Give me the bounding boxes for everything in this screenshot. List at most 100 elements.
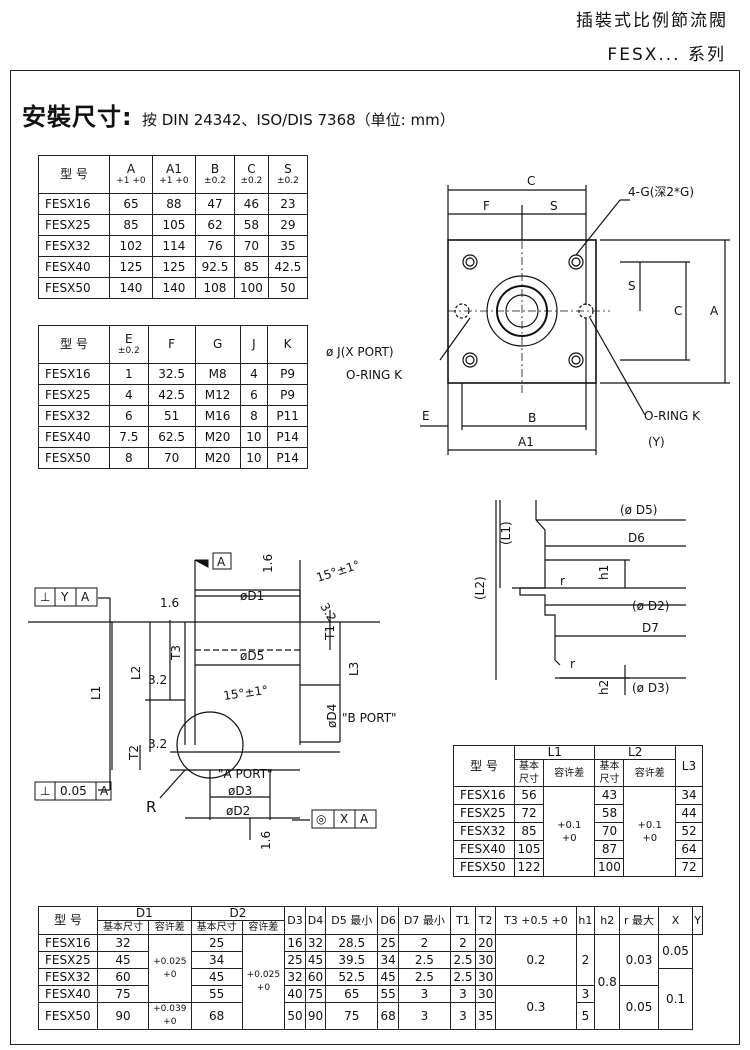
- dim-c: C: [527, 174, 535, 188]
- dim-l2-right: (L2): [473, 576, 487, 600]
- tolerance-label: ±0.2: [117, 346, 140, 356]
- value-cell: 28.5: [325, 934, 379, 952]
- value-cell: 50: [267, 277, 309, 299]
- value-cell: 68: [190, 1002, 243, 1030]
- value-cell: 140: [109, 277, 153, 299]
- column-header: D6: [377, 906, 399, 935]
- box2-symbol: ⊥: [40, 784, 50, 798]
- value-cell: 0.8: [594, 934, 621, 1030]
- value-cell: 30: [474, 951, 497, 969]
- value-cell: 5: [575, 1002, 596, 1030]
- value-cell: 125: [151, 256, 196, 278]
- box3-symbol: ◎: [316, 812, 326, 826]
- tolerance-cell: +0.025+0: [241, 934, 286, 1030]
- value-cell: 114: [151, 235, 196, 257]
- model-cell: FESX50: [38, 277, 110, 299]
- dim-s: S: [550, 199, 558, 213]
- value-cell: 125: [109, 256, 153, 278]
- dim-d4: øD4: [325, 704, 339, 728]
- value-cell: 0.3: [495, 985, 577, 1030]
- value-cell: 39.5: [325, 951, 379, 969]
- tolerance-label: +1 +0: [159, 176, 189, 186]
- value-cell: P9: [267, 384, 308, 406]
- rough-3-2-a: 3.2: [317, 601, 339, 625]
- datum-a: A: [217, 555, 226, 569]
- value-cell: 25: [190, 934, 243, 952]
- model-cell: FESX25: [38, 214, 110, 236]
- value-cell: 32: [284, 968, 306, 986]
- value-cell: 75: [304, 985, 327, 1003]
- value-cell: M20: [194, 447, 241, 469]
- value-cell: 70: [147, 447, 196, 469]
- model-cell: FESX16: [38, 193, 110, 215]
- dim-h1: h1: [597, 565, 611, 580]
- value-cell: 0.05: [619, 985, 659, 1030]
- column-header: G: [194, 325, 241, 364]
- value-cell: 0.05: [657, 934, 694, 969]
- dim-t1: T1: [323, 625, 337, 641]
- value-cell: 85: [109, 214, 153, 236]
- value-cell: 35: [474, 1002, 497, 1030]
- dim-l1: L1: [89, 686, 103, 700]
- label-b-port: "B PORT": [342, 711, 397, 725]
- value-cell: 3: [397, 1002, 452, 1030]
- label-r1: r: [560, 574, 565, 588]
- dim-t3: T3: [169, 645, 183, 661]
- dim-d7: D7: [642, 621, 659, 635]
- box3-a: A: [360, 812, 369, 826]
- header-product: 插裝式比例節流閥: [576, 11, 728, 31]
- value-cell: 105: [151, 214, 196, 236]
- dim-l1-right: (L1): [499, 521, 513, 545]
- value-cell: 29: [267, 214, 309, 236]
- column-header: D2: [190, 906, 286, 921]
- value-cell: M20: [194, 426, 241, 448]
- column-header: E±0.2: [109, 325, 149, 364]
- dim-a: A: [710, 304, 719, 318]
- box2-a: A: [100, 784, 109, 798]
- value-cell: 35: [267, 235, 309, 257]
- value-cell: 58: [594, 804, 625, 823]
- value-cell: 20: [474, 934, 497, 952]
- label-r-radius: R: [146, 798, 156, 816]
- dim-s2: S: [628, 279, 636, 293]
- title-main: 安裝尺寸:: [22, 103, 133, 131]
- value-cell: 34: [674, 786, 704, 805]
- value-cell: 90: [304, 1002, 327, 1030]
- column-header: D7 最小: [397, 906, 452, 935]
- box1-a: A: [81, 590, 90, 604]
- value-cell: 7.5: [109, 426, 149, 448]
- value-cell: 100: [594, 858, 625, 877]
- tolerance-cell: +0.1+0: [542, 786, 596, 877]
- value-cell: 25: [377, 934, 399, 952]
- label-oring-1: O-RING K: [346, 368, 403, 382]
- model-cell: FESX50: [38, 447, 110, 469]
- value-cell: 52.5: [325, 968, 379, 986]
- box1-y: Y: [60, 590, 69, 604]
- column-header: h1: [575, 906, 596, 935]
- rough-1-6-a: 1.6: [261, 554, 275, 573]
- model-cell: FESX16: [38, 934, 98, 952]
- page-frame: [10, 70, 740, 1045]
- value-cell: 0.1: [657, 968, 694, 1030]
- value-cell: 44: [674, 804, 704, 823]
- value-cell: 42.5: [147, 384, 196, 406]
- label-r2: r: [570, 657, 575, 671]
- value-cell: M8: [194, 363, 241, 385]
- value-cell: 108: [194, 277, 236, 299]
- rough-1-6-c: 1.6: [259, 831, 273, 850]
- column-header: T2: [474, 906, 497, 935]
- model-cell: FESX50: [453, 858, 515, 877]
- value-cell: 25: [284, 951, 306, 969]
- dim-d6: D6: [628, 531, 645, 545]
- column-header: D5 最小: [325, 906, 379, 935]
- value-cell: 70: [594, 822, 625, 841]
